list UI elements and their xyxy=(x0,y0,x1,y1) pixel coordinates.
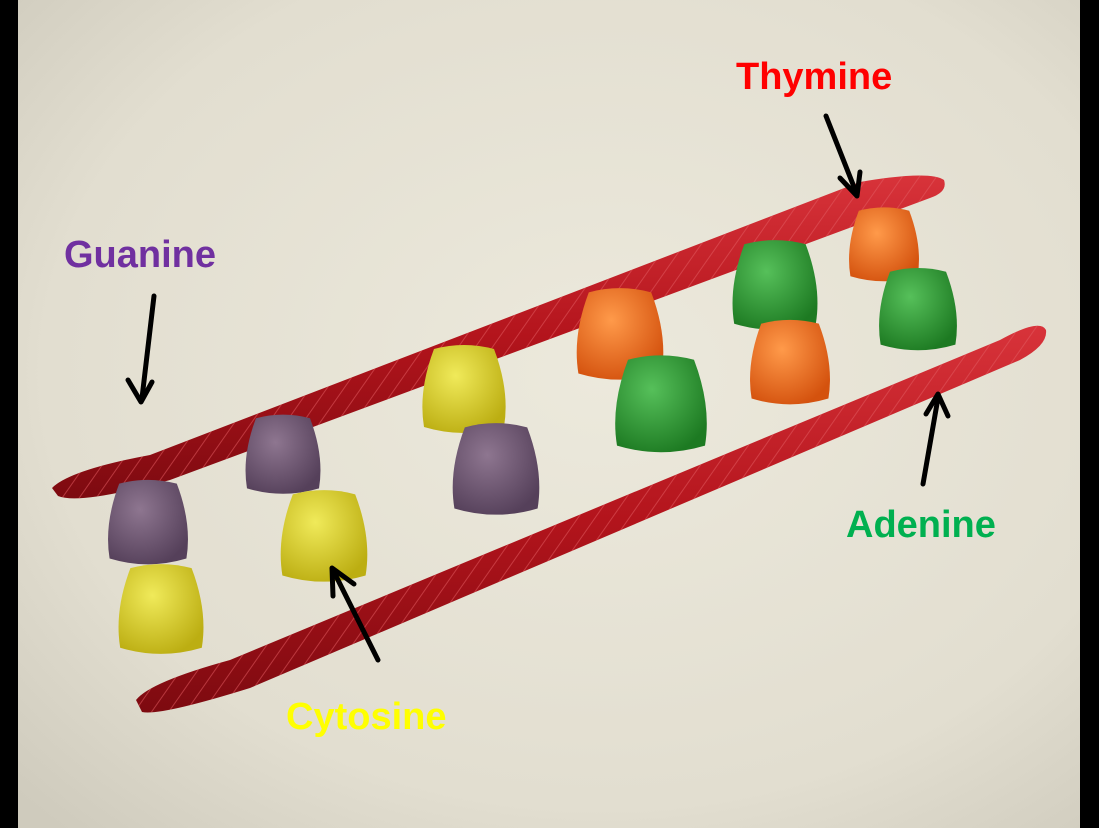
adenine-label: Adenine xyxy=(846,506,996,544)
guanine-label: Guanine xyxy=(64,236,216,274)
cytosine-label: Cytosine xyxy=(286,698,446,736)
thymine-label: Thymine xyxy=(736,58,892,96)
